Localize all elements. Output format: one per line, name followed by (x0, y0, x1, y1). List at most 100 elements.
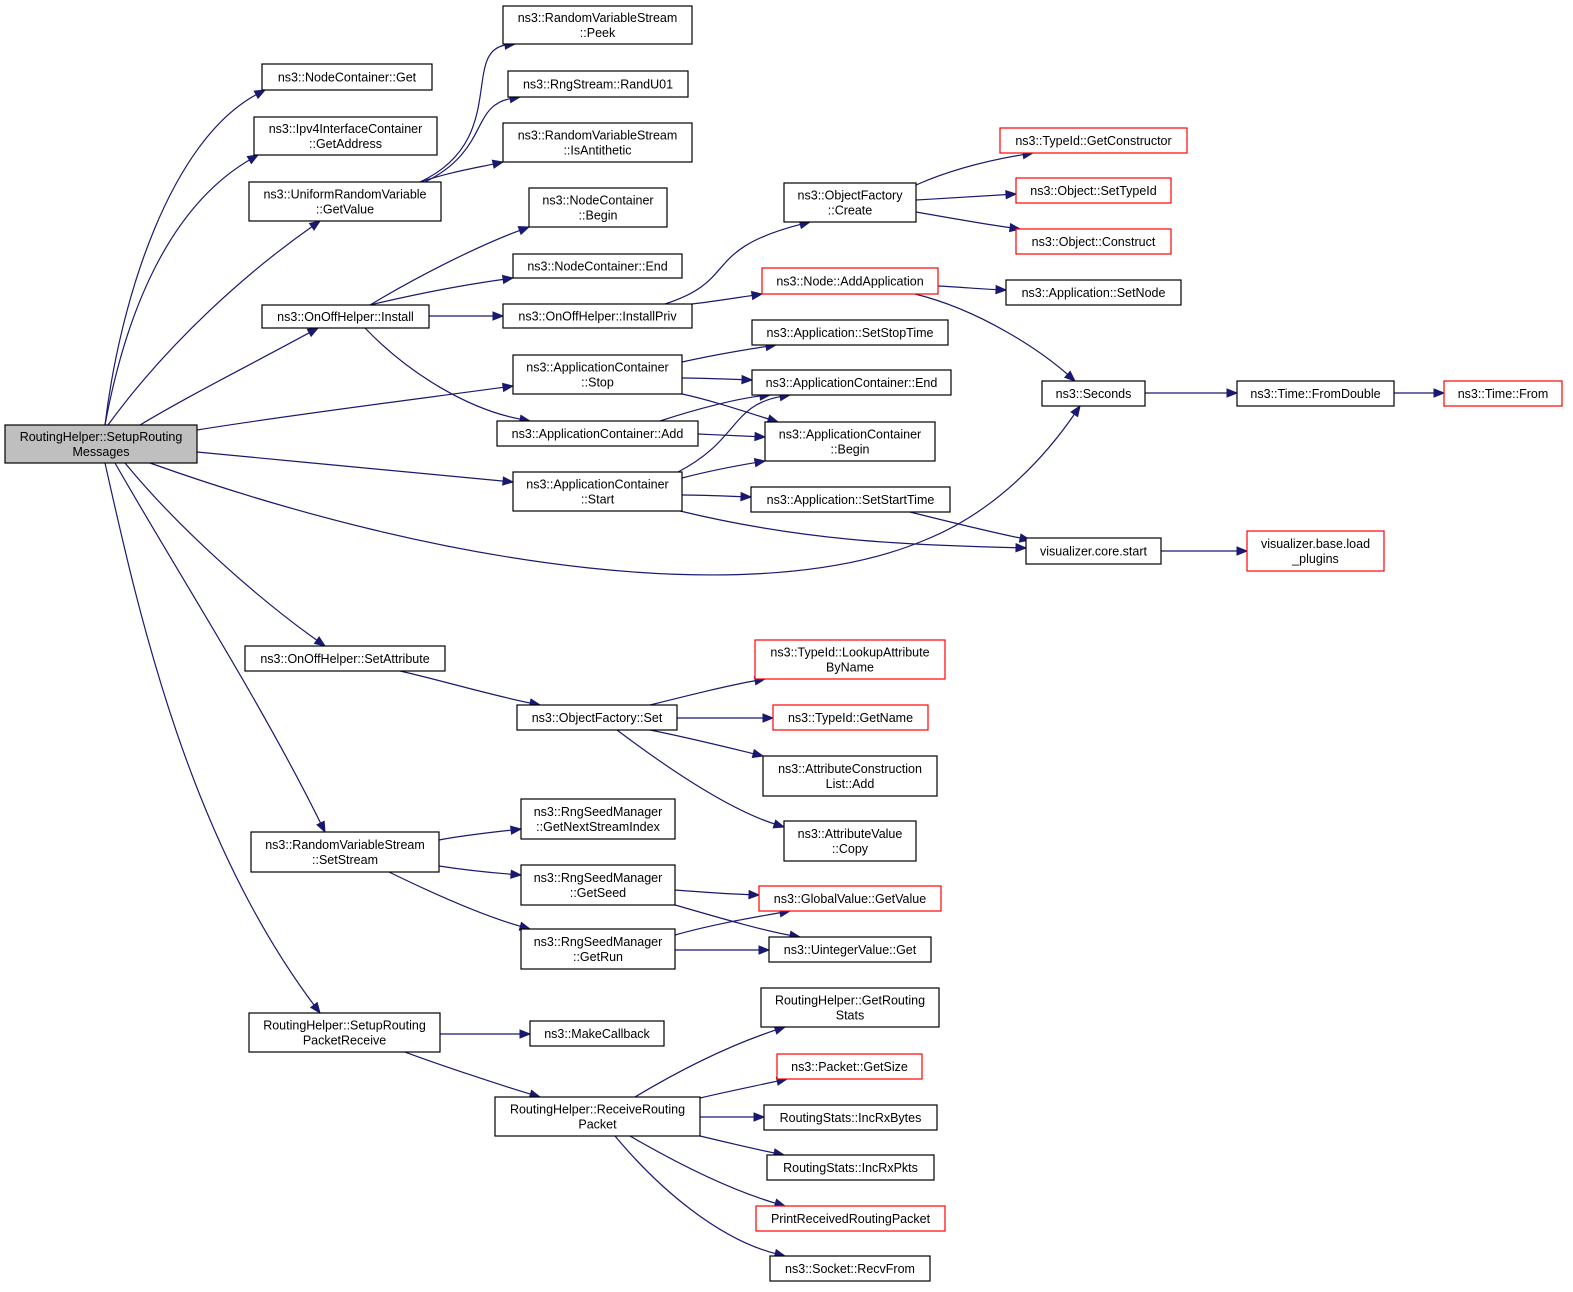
node-label: ns3::NodeContainer::Get (278, 71, 417, 85)
node-label: ns3::Application::SetStopTime (767, 326, 934, 340)
node-recvFrom[interactable]: ns3::Socket::RecvFrom (769, 1255, 931, 1282)
node-acBegin[interactable]: ns3::ApplicationContainer::Begin (764, 421, 936, 462)
node-loadPlugins[interactable]: visualizer.base.load_plugins (1246, 530, 1385, 572)
node-label: ns3::ApplicationContainer (526, 361, 668, 375)
node-label: PrintReceivedRoutingPacket (771, 1212, 931, 1226)
edge-arrowhead (517, 226, 531, 236)
edge-arrowhead (741, 374, 754, 385)
node-packetGetSize[interactable]: ns3::Packet::GetSize (776, 1053, 923, 1080)
node-ofSet[interactable]: ns3::ObjectFactory::Set (516, 704, 678, 731)
edge-acStart-to-setStartTime (681, 491, 753, 502)
edges-layer (104, 40, 1446, 1259)
edge-uniformGetValue-to-rvsPeek (419, 40, 517, 183)
node-ipv4GetAddress[interactable]: ns3::Ipv4InterfaceContainer::GetAddress (253, 116, 438, 156)
edge-root-to-ipv4GetAddress (104, 154, 260, 426)
node-seconds[interactable]: ns3::Seconds (1041, 380, 1146, 407)
edge-line (659, 395, 763, 422)
node-setAttribute[interactable]: ns3::OnOffHelper::SetAttribute (244, 645, 446, 672)
node-box (520, 864, 676, 906)
node-label: ns3::Object::SetTypeId (1030, 184, 1157, 198)
node-box (502, 122, 693, 163)
node-avCopy[interactable]: ns3::AttributeValue::Copy (783, 820, 917, 862)
node-ofCreate[interactable]: ns3::ObjectFactory::Create (783, 182, 917, 223)
node-getConstructor[interactable]: ns3::TypeId::GetConstructor (999, 127, 1188, 154)
node-box (261, 63, 433, 91)
node-setNode[interactable]: ns3::Application::SetNode (1005, 279, 1182, 306)
edge-arrowhead (306, 327, 320, 338)
node-vizStart[interactable]: visualizer.core.start (1025, 537, 1162, 565)
node-installPriv[interactable]: ns3::OnOffHelper::InstallPriv (502, 303, 693, 329)
node-makeCallback[interactable]: ns3::MakeCallback (529, 1020, 665, 1047)
node-timeFrom[interactable]: ns3::Time::From (1443, 380, 1563, 407)
node-label: PacketReceive (303, 1034, 386, 1048)
node-rvsPeek[interactable]: ns3::RandomVariableStream::Peek (502, 5, 693, 45)
node-getNextStreamIndex[interactable]: ns3::RngSeedManager::GetNextStreamIndex (520, 798, 676, 840)
edge-setStream-to-getRun (388, 871, 532, 931)
edge-line (697, 433, 758, 438)
node-acEnd[interactable]: ns3::ApplicationContainer::End (751, 369, 952, 396)
node-acAdd[interactable]: ns3::ApplicationContainer::Add (496, 420, 699, 447)
node-label: Messages (73, 445, 130, 459)
node-label: ns3::OnOffHelper::InstallPriv (518, 310, 677, 324)
node-label: ns3::RngSeedManager (534, 871, 663, 885)
node-box (1041, 380, 1146, 407)
node-onoffInstall[interactable]: ns3::OnOffHelper::Install (261, 304, 430, 329)
edge-acStop-to-acEnd (681, 374, 754, 385)
node-label: ns3::Socket::RecvFrom (785, 1262, 915, 1276)
node-getName[interactable]: ns3::TypeId::GetName (772, 704, 929, 731)
node-box (762, 755, 938, 797)
node-ncGet[interactable]: ns3::NodeContainer::Get (261, 63, 433, 91)
node-setTypeId[interactable]: ns3::Object::SetTypeId (1015, 177, 1172, 204)
node-label: ns3::Object::Construct (1032, 235, 1156, 249)
edge-receivePacket-to-recvFrom (614, 1135, 787, 1259)
node-getSeed[interactable]: ns3::RngSeedManager::GetSeed (520, 864, 676, 906)
node-setStream[interactable]: ns3::RandomVariableStream::SetStream (250, 831, 440, 873)
edge-arrowhead (492, 311, 505, 321)
node-isAntithetic[interactable]: ns3::RandomVariableStream::IsAntithetic (502, 122, 693, 163)
edge-line (438, 865, 514, 875)
node-fromDouble[interactable]: ns3::Time::FromDouble (1236, 380, 1395, 407)
node-box (520, 928, 676, 970)
node-ncBegin[interactable]: ns3::NodeContainer::Begin (528, 187, 668, 228)
edge-line (649, 729, 756, 755)
node-incRxPkts[interactable]: RoutingStats::IncRxPkts (766, 1154, 935, 1181)
node-incRxBytes[interactable]: RoutingStats::IncRxBytes (763, 1104, 938, 1131)
node-gvGetValue[interactable]: ns3::GlobalValue::GetValue (758, 885, 942, 912)
node-box (763, 1104, 938, 1131)
node-uintGet[interactable]: ns3::UintegerValue::Get (768, 936, 932, 963)
edge-line (404, 1051, 533, 1096)
node-randU01[interactable]: ns3::RngStream::RandU01 (507, 70, 689, 98)
edge-line (681, 377, 745, 381)
edge-ofCreate-to-construct (915, 211, 1022, 233)
node-label: ns3::ObjectFactory (798, 189, 904, 203)
node-box (507, 70, 689, 98)
edge-seconds-to-fromDouble (1145, 388, 1239, 398)
node-box (253, 116, 438, 156)
node-uniformGetValue[interactable]: ns3::UniformRandomVariable::GetValue (248, 181, 442, 222)
node-setStopTime[interactable]: ns3::Application::SetStopTime (751, 319, 949, 346)
node-setStartTime[interactable]: ns3::Application::SetStartTime (750, 486, 951, 513)
edge-arrowhead (491, 159, 505, 169)
node-addApplication[interactable]: ns3::Node::AddApplication (761, 267, 939, 295)
node-ncEnd[interactable]: ns3::NodeContainer::End (512, 253, 683, 279)
edge-line (104, 93, 259, 426)
node-label: ::Start (581, 493, 615, 507)
node-printReceived[interactable]: PrintReceivedRoutingPacket (755, 1205, 946, 1232)
node-box (764, 421, 936, 462)
edge-line (681, 494, 744, 498)
node-acStart[interactable]: ns3::ApplicationContainer::Start (512, 471, 683, 512)
edge-arrowhead (316, 820, 326, 834)
node-box (1015, 228, 1172, 255)
edge-line (699, 1135, 777, 1154)
node-label: ns3::NodeContainer (542, 194, 653, 208)
node-getRun[interactable]: ns3::RngSeedManager::GetRun (520, 928, 676, 970)
node-construct[interactable]: ns3::Object::Construct (1015, 228, 1172, 255)
node-acStop[interactable]: ns3::ApplicationContainer::Stop (512, 354, 683, 395)
node-label: ns3::OnOffHelper::Install (277, 310, 414, 324)
